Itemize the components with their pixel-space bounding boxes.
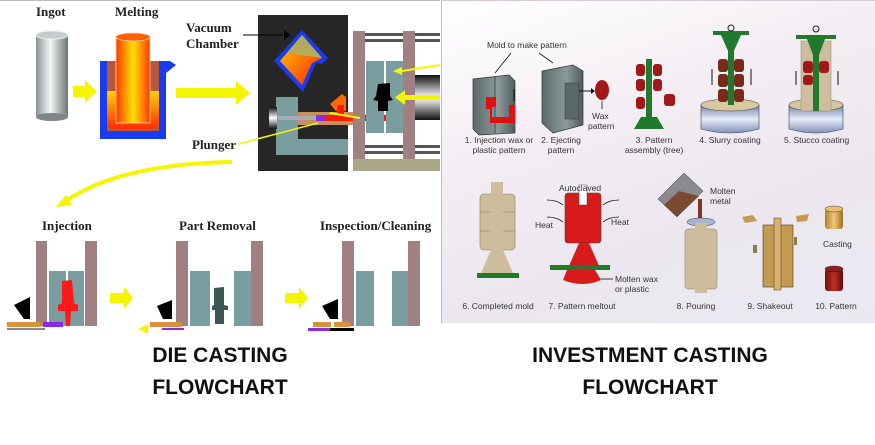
investment-casting-diagram: Mold to make pattern Wax pattern 1. Inje…: [441, 0, 875, 323]
pouring-icon: [657, 172, 718, 293]
part-removal-label: Part Removal: [179, 218, 256, 233]
step-10-label: 10. Pattern: [815, 301, 857, 311]
die-casting-caption-line2: FLOWCHART: [152, 376, 288, 399]
step-8-label: 8. Pouring: [676, 301, 716, 311]
die-casting-graphics: [7, 15, 440, 334]
investment-casting-graphics: [472, 24, 844, 293]
investment-casting-caption-line2: FLOWCHART: [582, 376, 718, 399]
molten-metal-label-line1: Molten: [710, 186, 736, 196]
curved-arrow-icon: [56, 160, 233, 207]
melting-crucible-icon: [100, 32, 176, 139]
molten-wax-label-line1: Molten wax: [615, 274, 658, 284]
plunger-label: Plunger: [192, 137, 237, 152]
die-casting-caption-line1: DIE CASTING: [152, 344, 288, 367]
slurry-coating-icon: [700, 24, 760, 134]
step-3-label-line1: 3. Pattern: [635, 135, 673, 145]
pattern-cup-icon: [824, 265, 844, 291]
ejecting-mold-icon: [538, 52, 609, 134]
step-3-label-line2: assembly (tree): [624, 145, 684, 155]
heat-left-label: Heat: [535, 220, 553, 230]
arrow-right-icon: [110, 287, 133, 309]
heat-right-label: Heat: [611, 217, 629, 227]
step-2-label-line2: pattern: [547, 145, 575, 155]
stucco-coating-icon: [788, 25, 844, 134]
vacuum-chamber-label-line1: Vacuum: [186, 20, 232, 35]
casting-cup-icon: [824, 205, 844, 229]
step-1-label-line2: plastic pattern: [472, 145, 526, 155]
arrow-right-icon: [176, 81, 250, 105]
ingot-cylinder-icon: [35, 30, 69, 121]
inspection-stage-icon: [308, 241, 420, 331]
wax-pattern-label-line2: pattern: [588, 121, 615, 131]
injection-label: Injection: [42, 218, 92, 233]
injection-stage-icon: [7, 241, 97, 330]
arrow-right-icon: [285, 287, 308, 309]
step-2-label-line1: 2. Ejecting: [541, 135, 581, 145]
arrow-right-icon: [73, 80, 97, 103]
wax-pattern-label-line1: Wax: [592, 111, 609, 121]
step-6-label: 6. Completed mold: [462, 301, 534, 311]
vacuum-chamber-label-line2: Chamber: [186, 36, 239, 51]
shakeout-icon: [742, 214, 809, 291]
autoclaved-label: Autoclaved: [559, 183, 602, 193]
pattern-tree-icon: [634, 59, 675, 129]
step-9-label: 9. Shakeout: [747, 301, 793, 311]
plunger-pointer-line: [237, 122, 319, 145]
investment-casting-caption-line1: INVESTMENT CASTING: [532, 344, 768, 367]
molten-wax-label-line2: or plastic: [615, 284, 650, 294]
die-machine-icon: [329, 31, 440, 171]
mold-to-make-pattern-label: Mold to make pattern: [487, 40, 567, 50]
injection-mold-icon: [472, 52, 516, 136]
pattern-meltout-icon: [546, 184, 620, 284]
part-removal-stage-icon: [138, 241, 263, 334]
casting-label: Casting: [823, 239, 852, 249]
ingot-label: Ingot: [36, 4, 66, 19]
step-7-label: 7. Pattern meltout: [548, 301, 616, 311]
vacuum-chamber-icon: [243, 15, 386, 171]
step-4-label: 4. Slurry coating: [699, 135, 761, 145]
melting-label: Melting: [115, 4, 159, 19]
step-1-label-line1: 1. Injection wax or: [464, 135, 534, 145]
molten-metal-label-line2: metal: [710, 196, 731, 206]
step-5-label: 5. Stucco coating: [784, 135, 850, 145]
completed-mold-icon: [477, 182, 519, 278]
die-casting-diagram: Ingot Melting Vacuum Chamber Plunger Inj…: [0, 0, 440, 341]
inspection-cleaning-label: Inspection/Cleaning: [320, 218, 432, 233]
